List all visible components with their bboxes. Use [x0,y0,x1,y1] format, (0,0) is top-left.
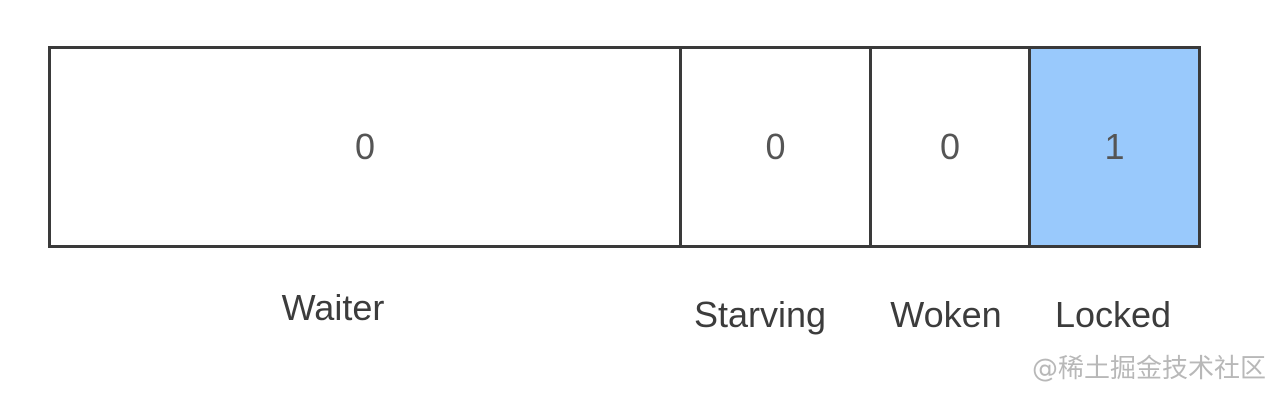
field-waiter-value: 0 [354,126,376,167]
label-woken: Woken [890,294,1002,335]
state-bit-field: 0 0 0 1 [48,46,1201,248]
field-locked-box: 1 [1028,49,1198,245]
field-locked-value: 1 [1104,126,1125,167]
field-woken-box: 0 [869,49,1028,245]
field-woken-value: 0 [939,126,961,167]
label-waiter: Waiter [281,287,385,328]
field-starving-value: 0 [765,126,786,167]
label-locked: Locked [1054,294,1172,335]
label-starving: Starving [693,294,827,335]
field-waiter-box: 0 [51,49,679,245]
watermark: @稀土掘金技术社区 [1031,354,1266,384]
field-starving-box: 0 [679,49,869,245]
